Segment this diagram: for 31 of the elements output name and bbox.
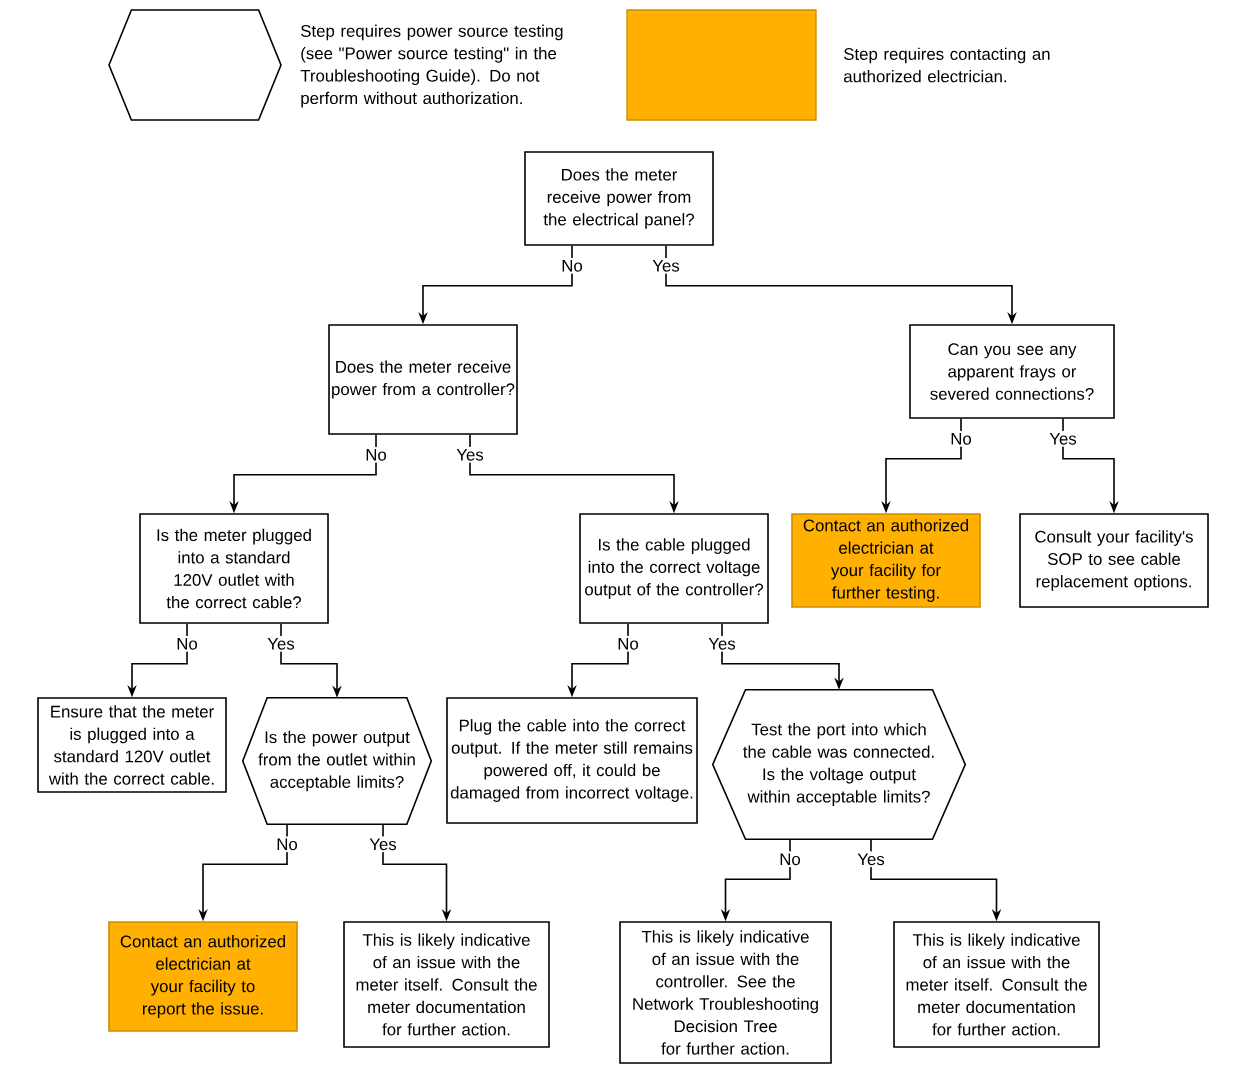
edge-label: Yes: [706, 635, 738, 652]
process-box: Is the cable plugged into the correct voltage output of the controller?: [579, 513, 769, 624]
process-box: Plug the cable into the correct output. If the meter still remains powered off, it could be damaged from incorrect voltage.: [446, 697, 698, 824]
process-box: Ensure that the meter is plugged into a standard 120V outlet with the correct cable.: [37, 697, 227, 793]
process-box: Does the meter receive power from the electrical panel?: [524, 151, 714, 246]
edge-label: No: [274, 836, 300, 853]
edge-label: No: [777, 851, 803, 868]
process-box: Can you see any apparent frays or severed connections?: [909, 324, 1115, 419]
edge-label: Yes: [454, 446, 486, 463]
decision-hexagon: Test the port into which the cable was connected. Is the voltage output within acceptable limits?: [711, 688, 967, 841]
process-box: This is likely indicative of an issue with the meter itself. Consult the meter documentation for further action.: [893, 921, 1100, 1048]
edge-label: No: [615, 635, 641, 652]
action-box: Contact an authorized electrician at your facility to report the issue.: [108, 921, 298, 1032]
edge-label: No: [363, 446, 389, 463]
legend-text: Step requires power source testing (see "Power source testing" in the Troubleshooting Guide). Do not perform without authorization.: [300, 24, 563, 108]
edge-label: Yes: [650, 257, 682, 274]
process-box: This is likely indicative of an issue with the controller. See the Network Troubleshooting Decision Tree for further action.: [619, 921, 832, 1064]
legend-text: Step requires contacting an authorized electrician.: [844, 47, 1050, 83]
process-box: Consult your facility's SOP to see cable replacement options.: [1019, 513, 1209, 608]
edge-label: No: [559, 257, 585, 274]
process-box: Is the meter plugged into a standard 120V outlet with the correct cable?: [139, 513, 329, 624]
decision-hexagon: Is the power output from the outlet within acceptable limits?: [241, 696, 433, 826]
edge-label: No: [174, 635, 200, 652]
edge-label: Yes: [265, 635, 297, 652]
edge-label: Yes: [855, 851, 887, 868]
edge-label: No: [948, 430, 974, 447]
edge-label: Yes: [367, 836, 399, 853]
process-box: This is likely indicative of an issue with the meter itself. Consult the meter documentation for further action.: [343, 921, 550, 1048]
action-box: Contact an authorized electrician at your facility for further testing.: [791, 513, 981, 608]
process-box: Does the meter receive power from a controller?: [328, 324, 518, 435]
edge-label: Yes: [1047, 430, 1079, 447]
